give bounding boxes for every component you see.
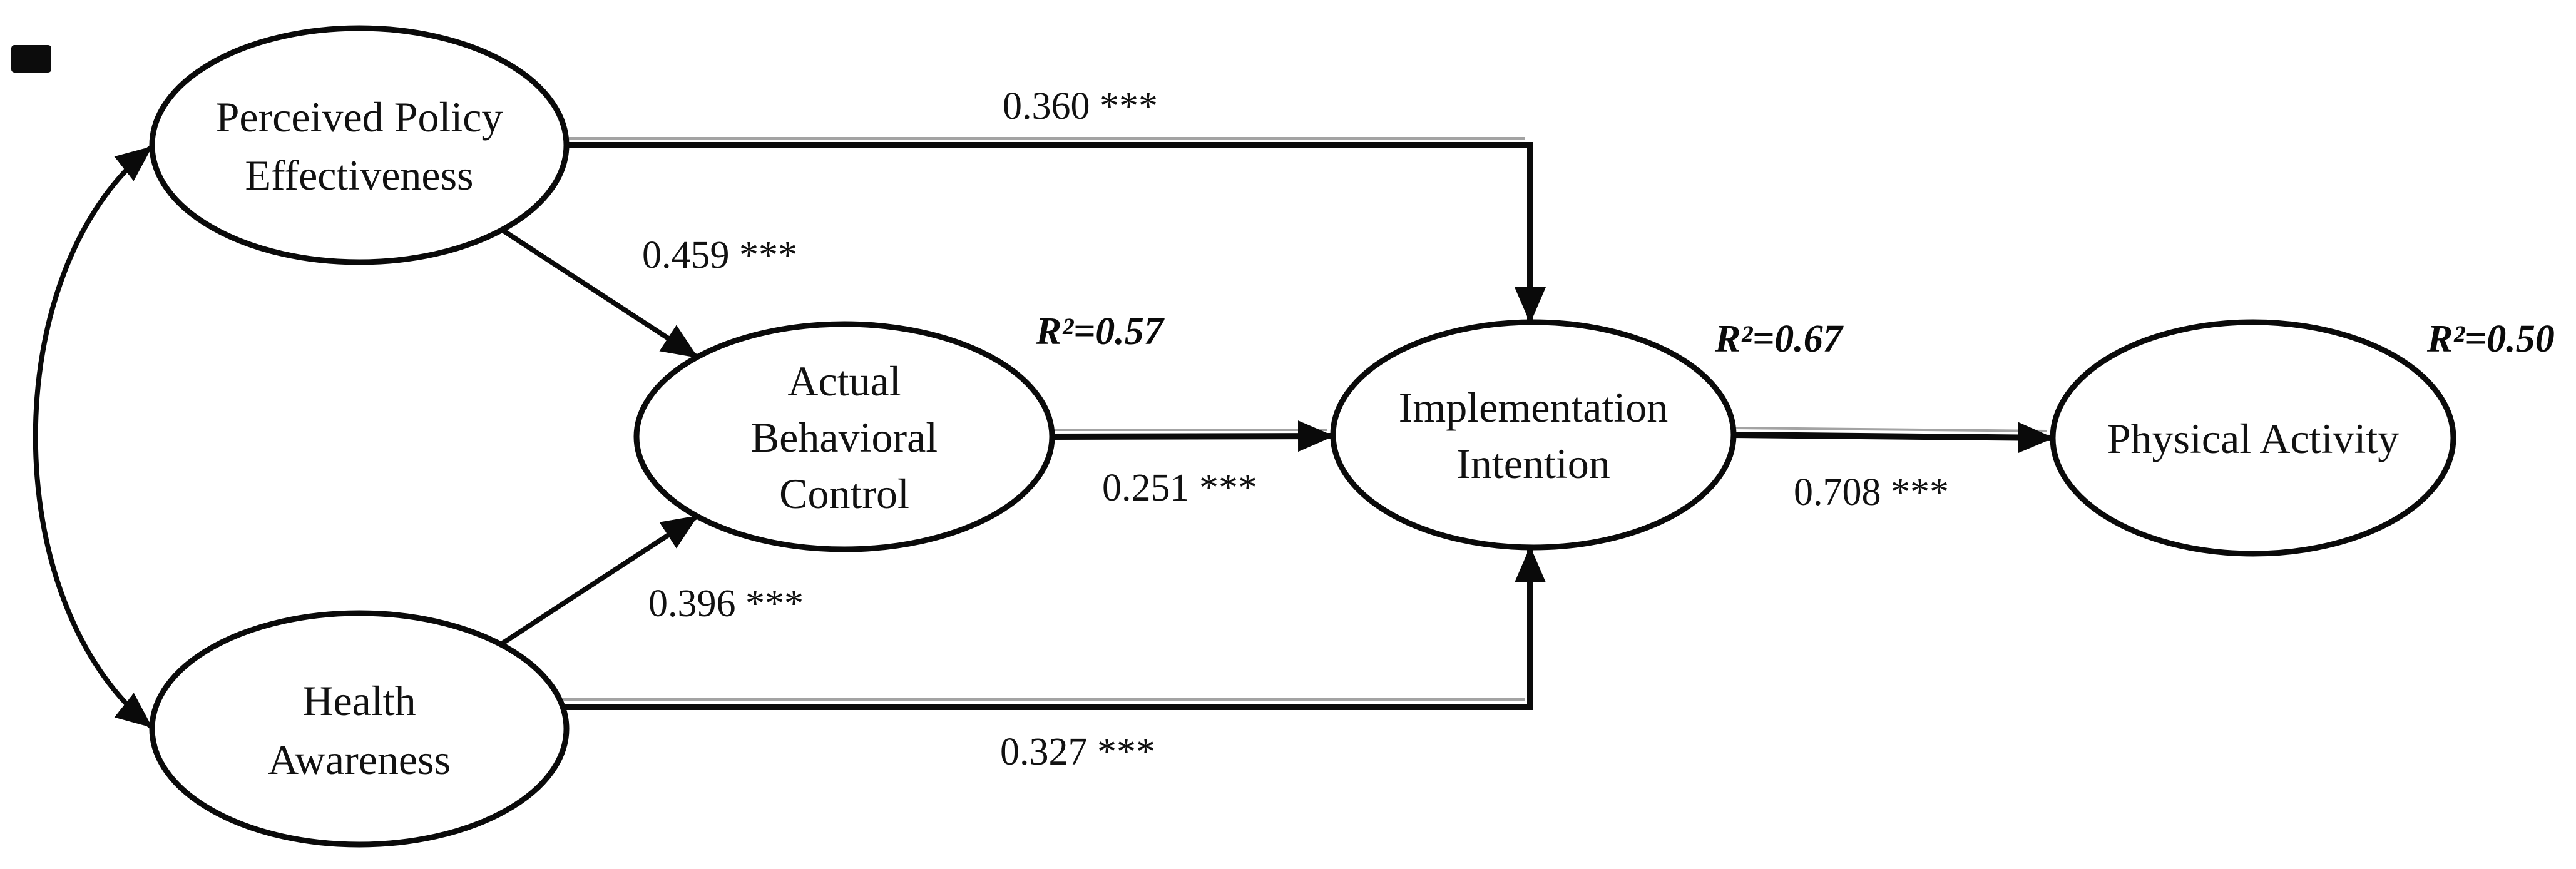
node-ellipse-implementation-intention [1330,319,1737,551]
edge-ppe-abc [499,226,699,360]
edge-ha-abc [499,514,699,647]
node-label-pa: Physical Activity [2107,415,2400,462]
coef-label-ha-ii: 0.327 *** [1000,731,1155,773]
r2-label-ii: R²=0.67 [1714,318,1844,360]
covariance-arrow-ppe-ha [33,145,153,729]
coef-label-ii-pa: 0.708 *** [1794,471,1949,514]
node-label-abc-line1: Actual [787,357,901,405]
node-label-ii-line2: Intention [1456,440,1610,487]
node-label-ha-line2: Awareness [268,736,451,783]
node-ellipse-health-awareness [149,610,570,848]
r2-label-pa: R²=0.50 [2426,318,2555,360]
coef-label-ppe-abc: 0.459 *** [642,234,797,277]
coef-label-abc-ii: 0.251 *** [1102,467,1257,509]
r2-label-abc: R²=0.57 [1035,310,1165,353]
node-label-ii-line1: Implementation [1399,384,1669,431]
node-ellipse-actual-behavioral-control [633,321,1055,552]
node-label-ha-line1: Health [302,677,416,724]
edge-ha-ii [563,546,1546,710]
node-label-abc-line2: Behavioral [751,414,938,461]
ghost-line-ii-pa [1733,427,2047,432]
edge-ii-pa [1733,422,2054,454]
node-label-ppe-line2: Effectiveness [245,151,473,199]
edge-ppe-ii [566,142,1546,323]
coef-label-ppe-ii: 0.360 *** [1003,85,1158,128]
coef-label-ha-abc: 0.396 *** [648,582,804,625]
edge-abc-ii [1051,420,1334,452]
scan-artifact [11,45,51,73]
node-ellipse-physical-activity [2050,319,2456,557]
node-ellipse-perceived-policy-effectiveness [149,25,570,265]
node-label-abc-line3: Control [779,470,909,517]
node-label-ppe-line1: Perceived Policy [216,93,503,141]
